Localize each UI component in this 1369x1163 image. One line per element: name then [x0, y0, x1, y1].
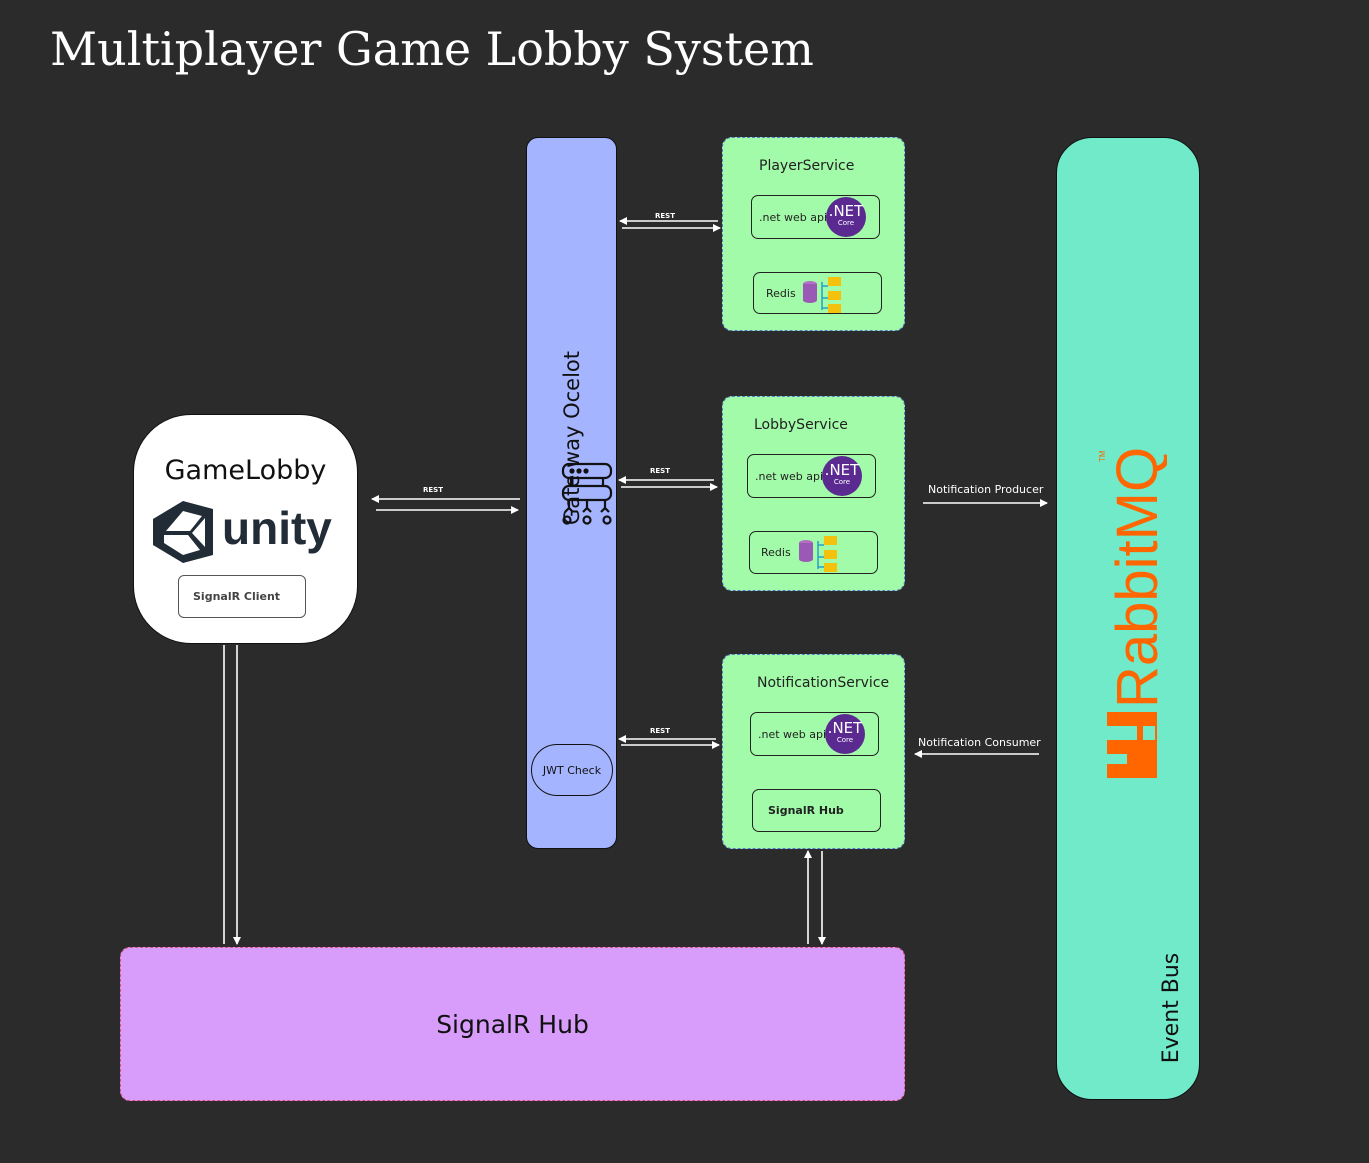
lobby-web-api: .net web api .NET Core: [747, 454, 876, 498]
notification-web-api: .net web api .NET Core: [750, 712, 879, 756]
signalr-hub: SignalR Hub: [120, 947, 905, 1101]
lobby-service-title: LobbyService: [754, 417, 848, 433]
unity-logo-text: unity: [222, 502, 332, 554]
player-redis-label: Redis: [766, 286, 796, 300]
rest-label-player: REST: [655, 212, 675, 220]
notification-web-api-label: .net web api: [758, 727, 827, 741]
dotnet-logo-subtext: Core: [837, 219, 855, 227]
player-service: PlayerService .net web api .NET Core Red…: [722, 137, 905, 331]
dotnet-logo-text: .NET: [824, 461, 860, 479]
event-bus-label: Event Bus: [1159, 952, 1184, 1064]
api-gateway: Gate way Ocelot JWT Check: [526, 137, 617, 849]
gateway-router-icon: [557, 460, 617, 530]
player-redis: Redis: [753, 272, 882, 314]
dotnet-logo-text: .NET: [828, 202, 864, 220]
rabbitmq-logo-text: RabbitMQ: [1105, 448, 1167, 708]
redis-database-icon: [802, 274, 846, 317]
rabbitmq-tm: TM: [1098, 450, 1107, 462]
notification-signalr-hub-label: SignalR Hub: [768, 804, 844, 817]
player-web-api-label: .net web api: [759, 210, 828, 224]
game-lobby-label: GameLobby: [164, 455, 327, 486]
notification-service-title: NotificationService: [757, 675, 890, 691]
dotnet-logo-subtext: Core: [836, 736, 854, 744]
unity-logo: unity: [150, 497, 350, 567]
rest-label-client-gateway: REST: [423, 486, 443, 494]
event-bus: RabbitMQ TM Event Bus: [1056, 137, 1200, 1100]
lobby-redis-label: Redis: [761, 546, 791, 559]
unity-cube-icon: unity: [153, 501, 332, 563]
jwt-check-box: JWT Check: [531, 744, 613, 796]
dotnet-core-icon: .NET Core: [822, 456, 862, 496]
gateway-label: Gate way Ocelot: [560, 350, 584, 526]
rest-label-notification: REST: [650, 727, 670, 735]
game-lobby-client: GameLobby unity SignalR Client: [133, 414, 358, 644]
redis-database-icon: [798, 533, 842, 576]
dotnet-logo-text: .NET: [827, 719, 863, 737]
rabbit-icon: [1107, 712, 1157, 778]
player-service-title: PlayerService: [759, 158, 855, 174]
dotnet-logo-subtext: Core: [833, 478, 851, 486]
notification-producer-label: Notification Producer: [928, 483, 1044, 496]
dotnet-core-icon: .NET Core: [826, 197, 866, 237]
page-title: Multiplayer Game Lobby System: [50, 22, 814, 76]
player-web-api: .net web api .NET Core: [751, 195, 880, 239]
notification-consumer-label: Notification Consumer: [918, 736, 1041, 749]
lobby-service: LobbyService .net web api .NET Core Redi…: [722, 396, 905, 591]
signalr-client-box: SignalR Client: [178, 575, 306, 618]
dotnet-core-icon: .NET Core: [825, 714, 865, 754]
notification-signalr-hub: SignalR Hub: [752, 789, 881, 832]
lobby-web-api-label: .net web api: [755, 469, 824, 483]
notification-service: NotificationService .net web api .NET Co…: [722, 654, 905, 849]
rest-label-lobby: REST: [650, 467, 670, 475]
rabbitmq-logo: RabbitMQ TM: [1097, 447, 1170, 788]
lobby-redis: Redis: [749, 531, 878, 574]
